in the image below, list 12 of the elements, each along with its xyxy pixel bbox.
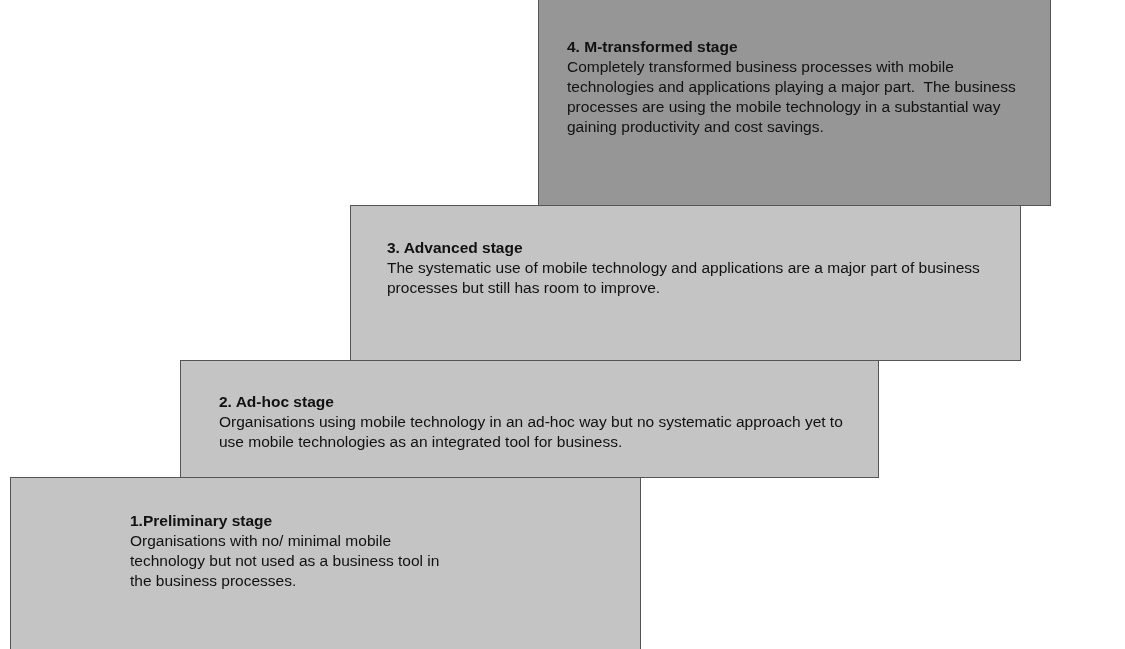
stage-description: Completely transformed business processes with mobile technologies and applications playing a major part. The business processes are using the mobile technology in a substantial way gaining productivity and cost savings. bbox=[567, 57, 1017, 137]
stage-description: The systematic use of mobile technology and applications are a major part of business processes but still has room to improve. bbox=[387, 258, 981, 298]
stage-step bbox=[538, 0, 1051, 206]
stage-step bbox=[10, 477, 641, 649]
stage-heading: 3. Advanced stage bbox=[387, 238, 524, 258]
stage-heading: 4. M-transformed stage bbox=[567, 37, 739, 57]
stage-heading: 1.Preliminary stage bbox=[130, 511, 274, 531]
stage-step bbox=[180, 360, 879, 478]
stage-heading: 2. Ad-hoc stage bbox=[219, 392, 335, 412]
stage-description: Organisations using mobile technology in an ad-hoc way but no systematic approach yet to use mobile technologies as an integrated tool for business. bbox=[219, 412, 844, 452]
stage-step bbox=[350, 205, 1021, 361]
stage-description: Organisations with no/ minimal mobile technology but not used as a business tool in the business processes. bbox=[130, 531, 441, 591]
